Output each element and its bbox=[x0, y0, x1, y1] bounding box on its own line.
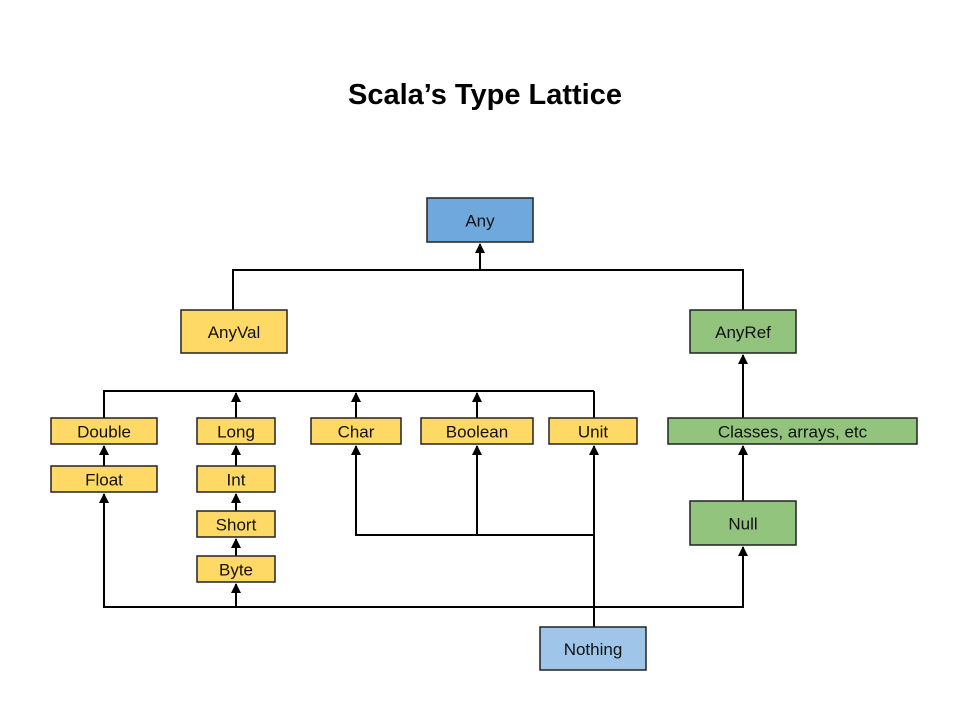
node-label-int: Int bbox=[227, 471, 246, 490]
node-box-any bbox=[426, 197, 534, 243]
node-label-anyval: AnyVal bbox=[208, 323, 261, 342]
node-short: Short bbox=[196, 510, 276, 538]
node-label-short: Short bbox=[216, 516, 257, 535]
node-unit: Unit bbox=[548, 417, 638, 445]
edge-anyval-to-any bbox=[232, 243, 485, 310]
edge-nothing-to-null bbox=[594, 546, 748, 608]
node-double: Double bbox=[50, 417, 158, 445]
edges bbox=[99, 243, 748, 627]
node-box-byte bbox=[196, 555, 276, 583]
node-byte: Byte bbox=[196, 555, 276, 583]
node-classes: Classes, arrays, etc bbox=[667, 417, 918, 445]
node-label-boolean: Boolean bbox=[446, 423, 508, 442]
node-nothing: Nothing bbox=[539, 626, 647, 671]
node-box-unit bbox=[548, 417, 638, 445]
node-char: Char bbox=[310, 417, 402, 445]
node-label-null: Null bbox=[728, 515, 757, 534]
node-anyref: AnyRef bbox=[689, 309, 797, 354]
node-box-nothing bbox=[539, 626, 647, 671]
node-box-boolean bbox=[420, 417, 534, 445]
node-label-long: Long bbox=[217, 423, 255, 442]
node-box-short bbox=[196, 510, 276, 538]
node-box-anyval bbox=[180, 309, 288, 354]
node-label-double: Double bbox=[77, 423, 131, 442]
node-null: Null bbox=[689, 500, 797, 546]
node-anyval: AnyVal bbox=[180, 309, 288, 354]
edge-nothing-to-float bbox=[99, 493, 594, 608]
node-box-char bbox=[310, 417, 402, 445]
node-box-int bbox=[196, 465, 276, 493]
node-label-anyref: AnyRef bbox=[715, 323, 771, 342]
node-box-long bbox=[196, 417, 276, 445]
node-label-nothing: Nothing bbox=[564, 640, 623, 659]
node-float: Float bbox=[50, 465, 158, 493]
edge-nothing-to-char bbox=[351, 445, 594, 536]
node-label-float: Float bbox=[85, 471, 123, 490]
node-int: Int bbox=[196, 465, 276, 493]
node-long: Long bbox=[196, 417, 276, 445]
node-box-float bbox=[50, 465, 158, 493]
node-label-byte: Byte bbox=[219, 561, 253, 580]
diagram-title: Scala’s Type Lattice bbox=[347, 79, 622, 111]
node-box-anyref bbox=[689, 309, 797, 354]
node-box-classes bbox=[667, 417, 918, 445]
node-label-any: Any bbox=[465, 212, 495, 231]
node-any: Any bbox=[426, 197, 534, 243]
node-label-unit: Unit bbox=[578, 423, 609, 442]
node-label-char: Char bbox=[338, 423, 375, 442]
edge-double-to-anyval bbox=[103, 390, 594, 418]
node-box-null bbox=[689, 500, 797, 546]
edge-anyref-to-any bbox=[480, 269, 744, 310]
node-boolean: Boolean bbox=[420, 417, 534, 445]
node-box-double bbox=[50, 417, 158, 445]
node-label-classes: Classes, arrays, etc bbox=[718, 423, 868, 442]
